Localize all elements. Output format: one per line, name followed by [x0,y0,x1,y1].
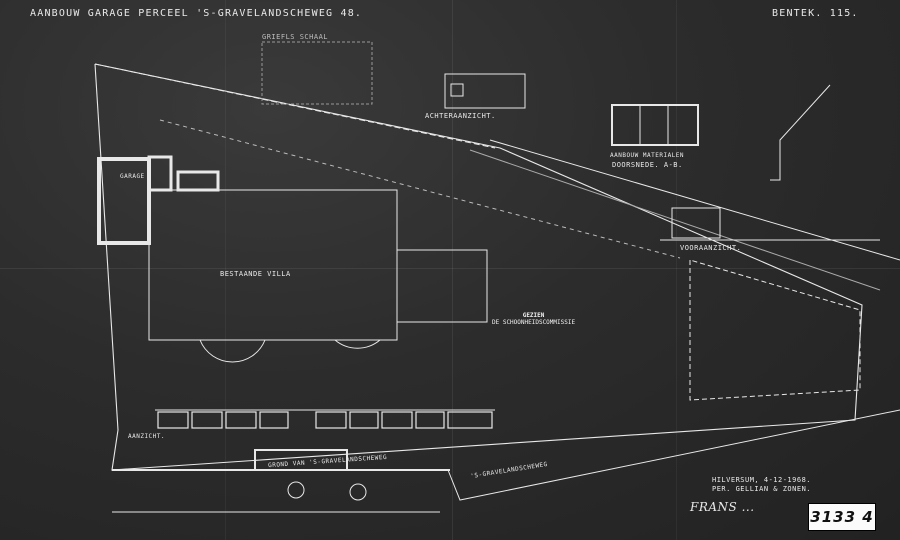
archive-number: 3133 4 [810,508,874,526]
archive-number-box: 3133 4 [808,503,876,531]
section-id: DOORSNEDE. A-B. [612,161,683,169]
signature: Frans ... [690,500,755,514]
rear-elevation-box [444,73,526,109]
north-boundary-line [94,63,496,149]
horizontal-crease [0,268,900,269]
rear-window [450,83,464,97]
section-detail-frame [611,104,699,146]
section-label: AANBOUW MATERIALEN [610,152,685,159]
lot-right [689,259,861,401]
front-elevation-label: AANZICHT. [128,433,166,440]
driveway-line [159,119,681,259]
approval-stamp: GEZIEN DE SCHOONHEIDSCOMMISSIE [492,312,575,326]
town-date-line2: PER. GELLIAN & ZONEN. [712,485,812,493]
stamp-line1: GEZIEN [522,312,545,319]
road-edge-1 [489,139,900,261]
fence-panels [157,411,493,429]
front-view-label: VOORAANZICHT. [680,244,742,252]
plot-boundary [94,63,863,471]
driveway-wedge [447,409,900,501]
shrub-1 [287,481,305,499]
garage-outline [97,157,151,245]
garage-annex [147,155,173,192]
front-elevation-box [671,207,721,239]
stamp-line2: DE SCHOONHEIDSCOMMISSIE [492,319,576,326]
detail-frame [261,41,373,105]
villa-wing [396,249,488,323]
vertical-crease [452,0,453,540]
villa-label: BESTAANDE VILLA [220,270,291,278]
roof-profile [770,84,831,181]
town-date-line1: HILVERSUM, 4-12-1968. [712,476,812,484]
vertical-crease-left [225,0,226,540]
elevation-block [254,449,348,471]
vertical-crease-right [676,0,677,540]
garage-label: GARAGE [120,173,145,180]
rear-view-label: ACHTERAANZICHT. [425,112,496,120]
drawing-title: AANBOUW GARAGE PERCEEL 'S-GRAVELANDSCHEW… [30,8,363,19]
terrace-arc-right [334,339,381,349]
road-edge-2 [469,149,881,291]
sheet-code: BENTEK. 115. [772,8,859,19]
detail-label: GRIEFLS SCHAAL [262,33,329,41]
shrub-2 [349,483,367,501]
garage-annex-2 [176,170,220,192]
villa-outline [148,189,398,341]
terrace-arc-left [199,339,266,363]
town-date: HILVERSUM, 4-12-1968. PER. GELLIAN & ZON… [712,476,811,494]
